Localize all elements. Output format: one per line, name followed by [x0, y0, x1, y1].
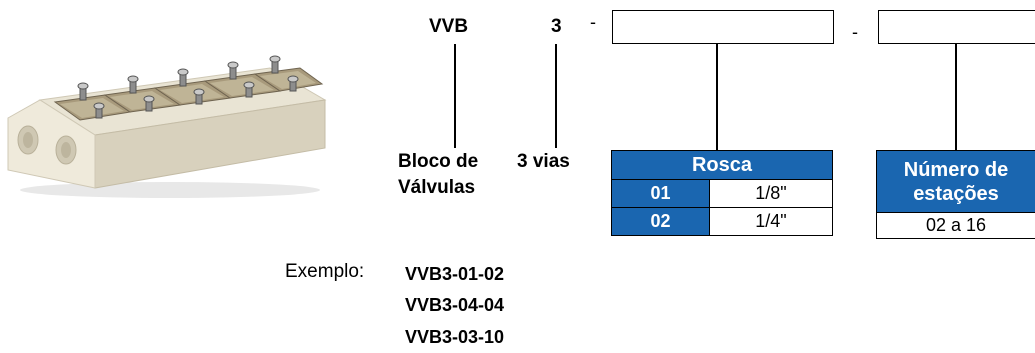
code-dash-1: -: [590, 12, 596, 32]
table-row: 01 1/8": [611, 179, 833, 208]
example-code-2: VVB3-04-04: [405, 295, 505, 315]
thread-size-cell: 1/4": [709, 207, 833, 236]
code-prefix: VVB: [429, 16, 469, 37]
thread-code-cell: 02: [611, 207, 710, 236]
connector-line-prefix: [454, 44, 456, 148]
table-row: 02 a 16: [876, 212, 1035, 239]
stations-code-box: [878, 10, 1035, 44]
valve-block-manifold-photo: [7, 55, 327, 198]
connector-line-stations: [955, 44, 957, 150]
stations-header-line2: estações: [913, 182, 999, 205]
example-code-3: VVB3-03-10: [405, 327, 505, 347]
stations-range-cell: 02 a 16: [876, 212, 1035, 239]
thread-size-cell: 1/8": [709, 179, 833, 208]
thread-table-header: Rosca: [611, 150, 833, 180]
stations-table: Número de estações 02 a 16: [876, 150, 1035, 239]
code-ways: 3: [551, 16, 562, 37]
ways-label: 3 vias: [517, 151, 570, 172]
thread-code-box: [612, 10, 834, 44]
example-code-1: VVB3-01-02: [405, 264, 505, 284]
connector-line-ways: [555, 44, 557, 148]
thread-table: Rosca 01 1/8" 02 1/4": [611, 150, 833, 236]
connector-line-thread: [716, 44, 718, 150]
block-label-line2: Válvulas: [398, 177, 476, 198]
stations-header-line1: Número de: [903, 158, 1009, 181]
example-label: Exemplo:: [285, 261, 365, 282]
table-row: 02 1/4": [611, 207, 833, 236]
stations-table-header: Número de estações: [876, 150, 1035, 213]
thread-code-cell: 01: [611, 179, 710, 208]
block-label-line1: Bloco de: [398, 151, 479, 172]
code-dash-2: -: [852, 22, 858, 42]
